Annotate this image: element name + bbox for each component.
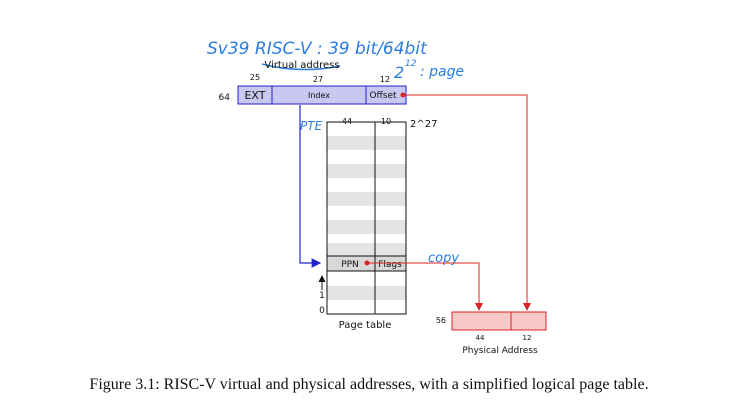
offset-bits-label: 12 [380, 75, 390, 84]
ext-label: EXT [244, 89, 265, 102]
page-table-title: Page table [339, 320, 392, 331]
copy-annotation: copy [428, 251, 459, 266]
pte-ppn-label: PPN [341, 260, 359, 270]
page-annotation-base: 2 [394, 63, 404, 82]
row-label-1: 1 [319, 291, 325, 301]
physical-address-title: Physical Address [462, 346, 538, 356]
offset-to-physical-arrow [403, 94, 531, 311]
physical-offset-bits-label: 12 [523, 334, 532, 342]
index-bits-label: 27 [313, 75, 323, 84]
row-label-0: 0 [319, 306, 325, 316]
figure-caption: Figure 3.1: RISC-V virtual and physical … [89, 376, 649, 393]
physical-ppn-bits-label: 44 [476, 334, 485, 342]
physical-width-label: 56 [436, 316, 446, 325]
physical-offset-field [510, 311, 547, 331]
pte-annotation: PTE [300, 119, 323, 133]
sv39-annotation: Sv39 RISC-V : 39 bit/64bit [207, 39, 428, 59]
pt-entries-label: 2^27 [410, 119, 437, 130]
page-table-box [326, 121, 407, 315]
ext-bits-label: 25 [250, 73, 260, 82]
ppn-to-physical-arrow [367, 262, 483, 311]
page-table-stripes [327, 136, 406, 300]
offset-label: Offset [369, 91, 397, 101]
virtual-width-label: 64 [219, 93, 231, 103]
page-annotation-word: : page [420, 64, 464, 80]
index-label: Index [308, 91, 330, 100]
address-translation-diagram: Sv39 RISC-V : 39 bit/64bit 2 12 : page P… [207, 39, 547, 356]
brace-annotation [261, 63, 341, 71]
pte-flags-label: Flags [378, 260, 402, 270]
physical-ppn-field [451, 311, 512, 331]
page-annotation-exp: 12 [405, 59, 417, 69]
index-to-pte-arrow [299, 105, 322, 268]
virtual-address-title: Virtual address [264, 60, 339, 71]
